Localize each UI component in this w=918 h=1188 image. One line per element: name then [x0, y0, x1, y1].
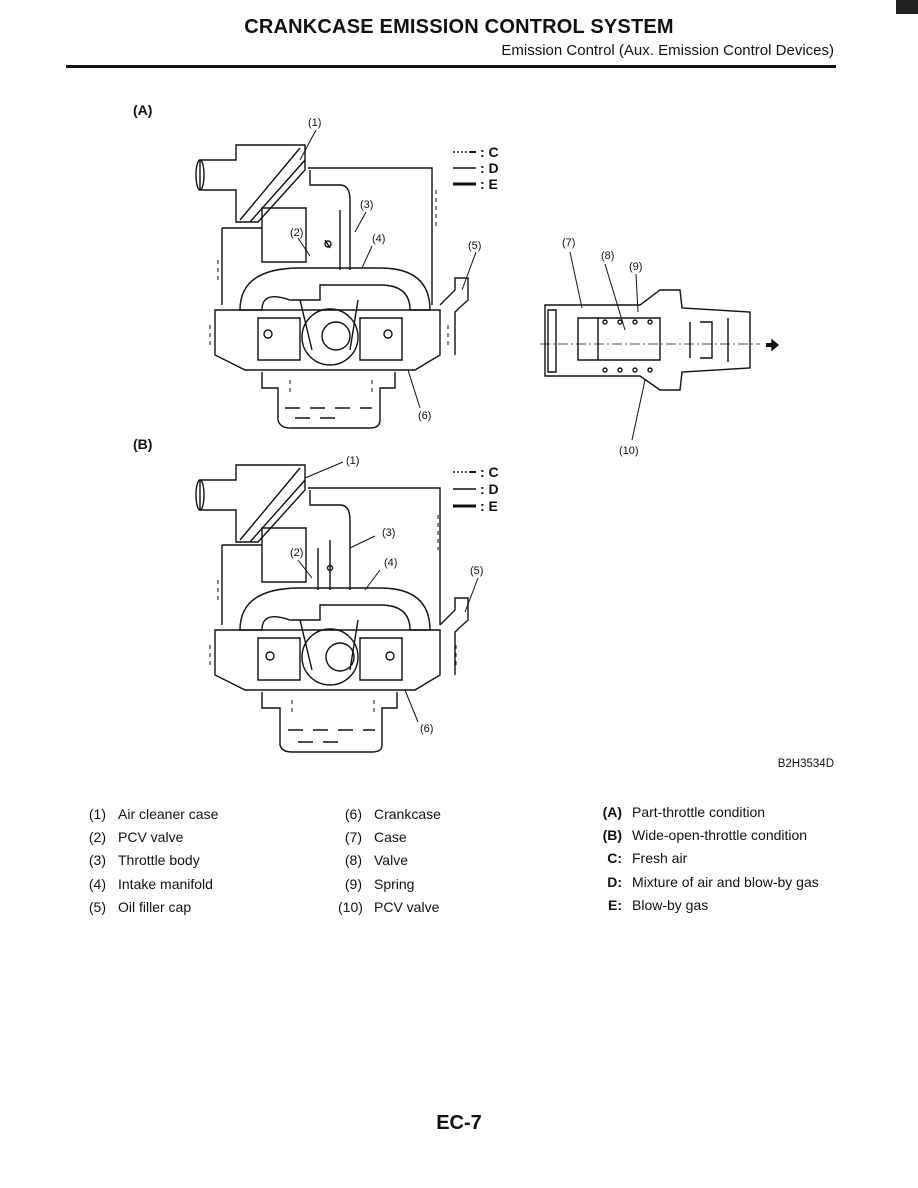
legend-item: (4) Intake manifold — [88, 876, 218, 899]
legend-text: Spring — [374, 875, 415, 892]
legend-column-1: (1) Air cleaner case (2) PCV valve (3) Thro… — [88, 806, 219, 922]
key-b-e: : E — [480, 498, 498, 514]
pcv-valve-detail — [540, 251, 780, 441]
key-b-d: : D — [480, 481, 499, 497]
legend-key: (A) — [602, 804, 622, 820]
key-a-e: : E — [480, 176, 498, 192]
diagram-a-label: (A) — [133, 102, 152, 118]
legend-num: (7) — [344, 829, 362, 846]
legend-item: (3) Throttle body — [88, 852, 218, 875]
legend-text: PCV valve — [118, 829, 184, 846]
legend-item: (7) Case — [338, 829, 441, 852]
legend-text: Fresh air — [632, 850, 688, 867]
legend-text: Oil filler cap — [118, 898, 192, 915]
diagram-a: (A) — [133, 102, 477, 429]
header-rule — [66, 65, 836, 68]
legend-item: (5) Oil filler cap — [88, 899, 218, 922]
legend-num: (9) — [344, 875, 362, 892]
legend-text: Case — [374, 829, 407, 846]
callout-b-5: (5) — [470, 565, 483, 577]
legend-text: Mixture of air and blow-by gas — [632, 873, 819, 890]
legend-item: D: Mixture of air and blow-by gas — [596, 874, 819, 897]
crankcase-diagram: (A) : C : D : E — [133, 102, 780, 753]
legend-text: Blow-by gas — [632, 896, 709, 913]
callout-b-2: (2) — [290, 547, 303, 559]
callout-a-2: (2) — [290, 227, 303, 239]
callout-a-3: (3) — [360, 199, 373, 211]
legend-item: (2) PCV valve — [88, 829, 218, 852]
legend-item: (1) Air cleaner case — [88, 806, 219, 829]
key-b-c: : C — [480, 464, 499, 480]
callout-a-6: (6) — [418, 410, 431, 422]
legend-item: (B) Wide-open-throttle condition — [596, 827, 819, 850]
callout-b-3: (3) — [382, 527, 395, 539]
legend-text: Air cleaner case — [118, 806, 219, 822]
page-title: CRANKCASE EMISSION CONTROL SYSTEM — [244, 16, 674, 38]
legend-key: (B) — [602, 827, 622, 844]
diagram-b: (B) — [133, 436, 479, 753]
legend-item: (9) Spring — [338, 876, 441, 899]
callout-a-1: (1) — [308, 117, 321, 129]
callout-9: (9) — [629, 261, 642, 273]
corner-mark — [896, 0, 918, 14]
callout-b-1: (1) — [346, 455, 359, 467]
key-a-d: : D — [480, 160, 499, 176]
legend-key: C: — [607, 850, 622, 867]
legend-item: E: Blow-by gas — [596, 897, 819, 920]
page-subtitle: Emission Control (Aux. Emission Control … — [501, 42, 834, 59]
legend-text: PCV valve — [374, 898, 440, 915]
callout-10: (10) — [619, 445, 639, 457]
legend-num: (3) — [88, 852, 106, 869]
callout-b-6: (6) — [420, 723, 433, 735]
figure-code: B2H3534D — [777, 758, 834, 770]
legend-text: Throttle body — [118, 852, 200, 869]
callout-a-5: (5) — [468, 240, 481, 252]
callout-8: (8) — [601, 250, 614, 262]
legend-column-3: (A) Part-throttle condition (B) Wide-open-… — [596, 804, 819, 920]
legend-num: (1) — [88, 806, 106, 822]
diagram-b-label: (B) — [133, 436, 152, 452]
legend-num: (6) — [344, 806, 362, 822]
legend-num: (2) — [88, 829, 106, 846]
legend-key: E: — [608, 896, 622, 913]
legend-column-2: (6)Crankcase (7)Case (8)Valve (9)Spring … — [338, 806, 441, 922]
legend-text: Intake manifold — [118, 875, 213, 892]
callout-b-4: (4) — [384, 557, 397, 569]
legend-text: Part-throttle condition — [632, 804, 766, 820]
legend-item: (A) Part-throttle condition — [596, 804, 819, 827]
flow-key-b: : C : D : E — [453, 464, 499, 514]
legend-item: C: Fresh air — [596, 850, 819, 873]
legend-text: Valve — [374, 852, 408, 869]
legend-text: Wide-open-throttle condition — [632, 827, 808, 844]
legend-text: Crankcase — [374, 806, 441, 822]
page-number: EC-7 — [436, 1112, 482, 1134]
legend-num: (10) — [338, 898, 363, 915]
legend-num: (4) — [88, 875, 106, 892]
callout-a-4: (4) — [372, 233, 385, 245]
flow-key-a: : C : D : E — [453, 144, 499, 192]
callout-7: (7) — [562, 237, 575, 249]
key-a-c: : C — [480, 144, 499, 160]
legend-key: D: — [607, 873, 622, 890]
legend-item: (10) PCV valve — [338, 899, 441, 922]
legend-num: (5) — [88, 898, 106, 915]
legend-item: (8) Valve — [338, 852, 441, 875]
legend-num: (8) — [344, 852, 362, 869]
legend-item: (6) Crankcase — [338, 806, 441, 829]
